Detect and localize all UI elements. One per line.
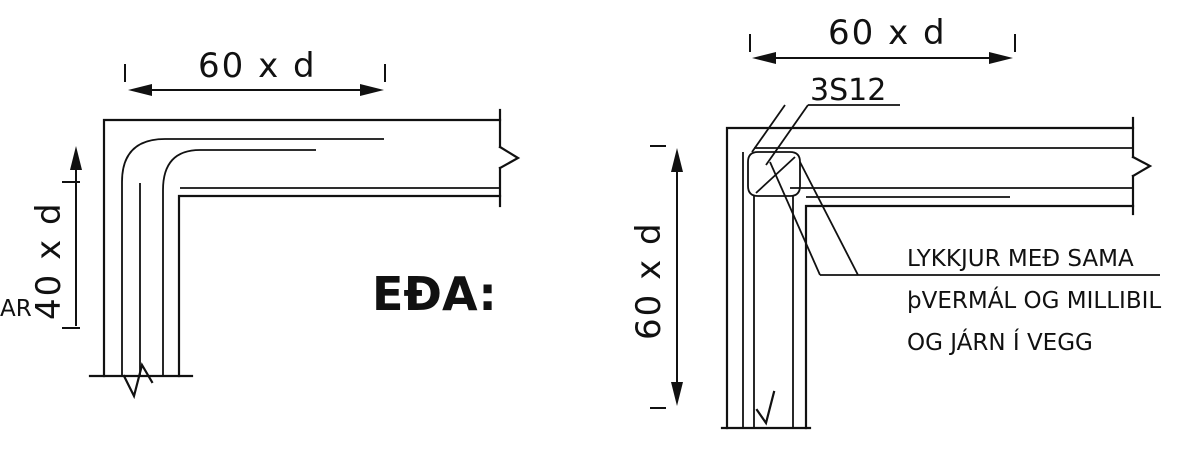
left-side-dim-arrow-top [70,146,82,170]
right-bar-mark-leader-2 [765,104,809,166]
left-inner-edge [177,194,502,378]
right-top-dimension-label: 60 x d [828,13,947,53]
right-note-leaders [769,161,1160,276]
left-detail: 60 x d 40 x d AR [0,46,521,400]
right-note: LYKKJUR MEÐ SAMA þVERMÁL OG MILLIBIL OG … [907,246,1161,356]
right-bar-mark-label: 3S12 [810,73,886,108]
right-side-dimension-label: 60 x d [629,221,669,340]
left-side-dimension-label: 40 x d [29,201,69,320]
right-detail: 60 x d 3S12 [629,13,1161,430]
right-loop-stirrup [747,151,801,197]
right-concrete-outline [720,116,1153,430]
right-top-dimension: 60 x d [749,13,1016,64]
left-rebar [121,138,500,376]
left-top-dimension: 60 x d [124,46,386,96]
left-top-dim-arrow-right [360,84,384,96]
right-side-dim-arrow-top [671,148,683,172]
left-break-zigzag [498,145,521,170]
left-side-fragment-label: AR [0,296,32,322]
right-top-dim-arrow-right [989,52,1013,64]
right-break-zigzag [1131,155,1153,178]
right-note-line-2: þVERMÁL OG MILLIBIL [907,286,1161,314]
left-outer-edge [102,118,502,378]
left-bottom-break-zigzag [122,362,154,400]
left-top-dimension-label: 60 x d [198,46,317,86]
right-note-leader-1 [769,161,821,276]
right-inner-edge [804,204,1135,430]
right-note-line-1: LYKKJUR MEÐ SAMA [907,246,1134,272]
left-rebar-inner-bar [162,149,316,376]
left-side-dimension: 40 x d AR [0,146,82,329]
right-side-dim-arrow-bottom [671,382,683,406]
right-top-dim-arrow-left [752,52,776,64]
right-side-dimension: 60 x d [629,145,683,409]
right-bottom-break-zigzag [755,390,776,426]
alternative-label: EÐA: [372,267,497,321]
right-bar-mark: 3S12 [751,73,900,166]
right-note-leader-2 [799,161,859,276]
left-rebar-outer-bar [121,138,384,376]
right-outer-edge [725,126,1135,430]
right-rebar [742,147,1133,428]
left-top-dim-arrow-left [128,84,152,96]
left-concrete-outline [88,108,521,400]
right-note-line-3: OG JÁRN Í VEGG [907,328,1093,356]
